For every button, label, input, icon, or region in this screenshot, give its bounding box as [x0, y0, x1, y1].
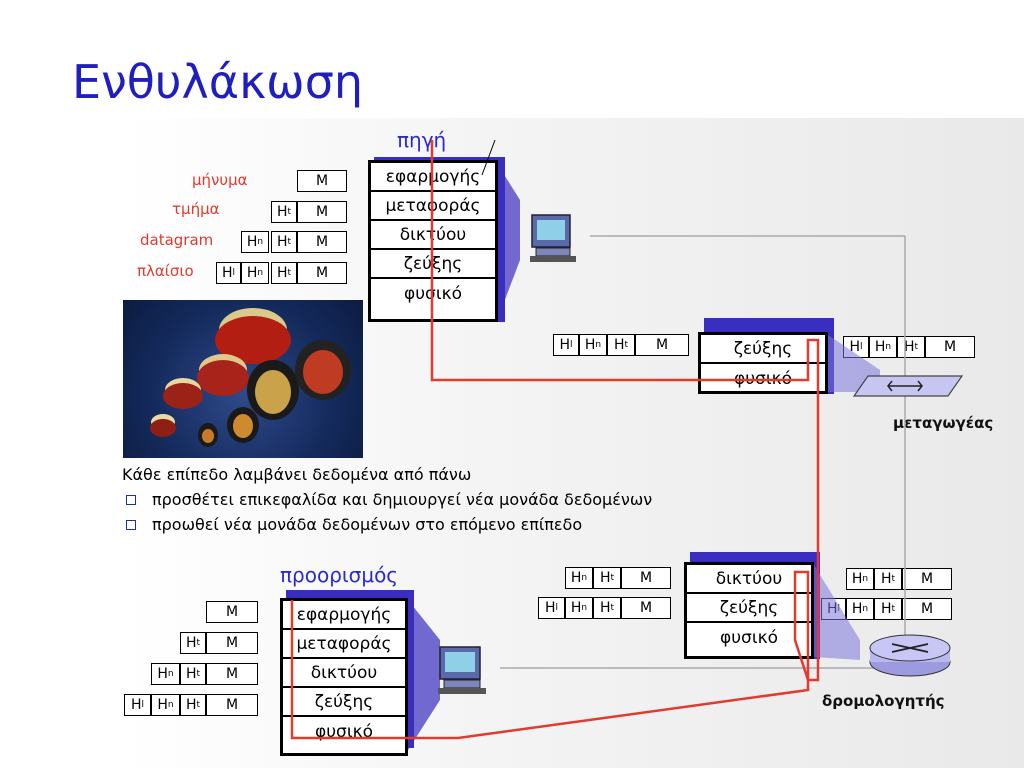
bullet-item: προσθέτει επικεφαλίδα και δημιουργεί νέα…: [122, 487, 652, 512]
legend-message: μήνυμα: [192, 171, 248, 189]
layer-physical: φυσικό: [404, 283, 462, 304]
header-m: M: [297, 262, 347, 284]
page-title: Ενθυλάκωση: [72, 55, 364, 109]
layer-link: ζεύξης: [371, 250, 495, 279]
header-m: M: [297, 170, 347, 192]
header-m: M: [902, 598, 952, 620]
header-m: M: [297, 231, 347, 253]
header-m: M: [206, 694, 258, 716]
destination-protocol-stack: εφαρμογής μεταφοράς δικτύου ζεύξης φυσικ…: [280, 598, 408, 756]
layer-physical: φυσικό: [315, 721, 373, 742]
source-label: πηγή: [397, 128, 447, 152]
layer-network: δικτύου: [371, 221, 495, 250]
legend-segment: τμήμα: [172, 200, 220, 218]
router-protocol-stack: δικτύου ζεύξης φυσικό: [684, 562, 814, 659]
header-m: M: [621, 597, 671, 619]
switch-label: μεταγωγέας: [893, 414, 994, 432]
layer-link: ζεύξης: [687, 594, 811, 623]
header-m: M: [621, 567, 671, 589]
bullet-item: προωθεί νέα μονάδα δεδομένων στο επόμενο…: [122, 512, 652, 537]
bullet-intro: Κάθε επίπεδο λαμβάνει δεδομένα από πάνω: [122, 465, 472, 484]
header-m: M: [925, 336, 975, 358]
bullet-list: Κάθε επίπεδο λαμβάνει δεδομένα από πάνω …: [122, 462, 652, 537]
header-m: M: [206, 632, 258, 654]
layer-application: εφαρμογής: [283, 601, 405, 630]
bullet-square-icon: [126, 519, 136, 530]
layer-link: ζεύξης: [283, 688, 405, 717]
layer-transport: μεταφοράς: [371, 192, 495, 221]
layer-transport: μεταφοράς: [283, 630, 405, 659]
header-m: M: [635, 334, 689, 356]
layer-link: ζεύξης: [701, 335, 825, 364]
layer-network: δικτύου: [687, 565, 811, 594]
bullet-square-icon: [126, 494, 136, 505]
nesting-dolls-image: [123, 300, 363, 458]
header-m: M: [297, 201, 347, 223]
layer-application: εφαρμογής: [371, 163, 495, 192]
layer-physical: φυσικό: [734, 368, 792, 389]
destination-label: προορισμός: [280, 563, 399, 587]
source-protocol-stack: εφαρμογής μεταφοράς δικτύου ζεύξης φυσικ…: [368, 160, 498, 322]
header-m: M: [206, 601, 258, 623]
layer-network: δικτύου: [283, 659, 405, 688]
router-label: δρομολογητής: [822, 692, 945, 710]
layer-physical: φυσικό: [720, 627, 778, 648]
switch-protocol-stack: ζεύξης φυσικό: [698, 332, 828, 394]
header-m: M: [902, 568, 952, 590]
header-m: M: [206, 663, 258, 685]
legend-frame: πλαίσιο: [137, 262, 194, 280]
legend-datagram: datagram: [140, 231, 214, 249]
